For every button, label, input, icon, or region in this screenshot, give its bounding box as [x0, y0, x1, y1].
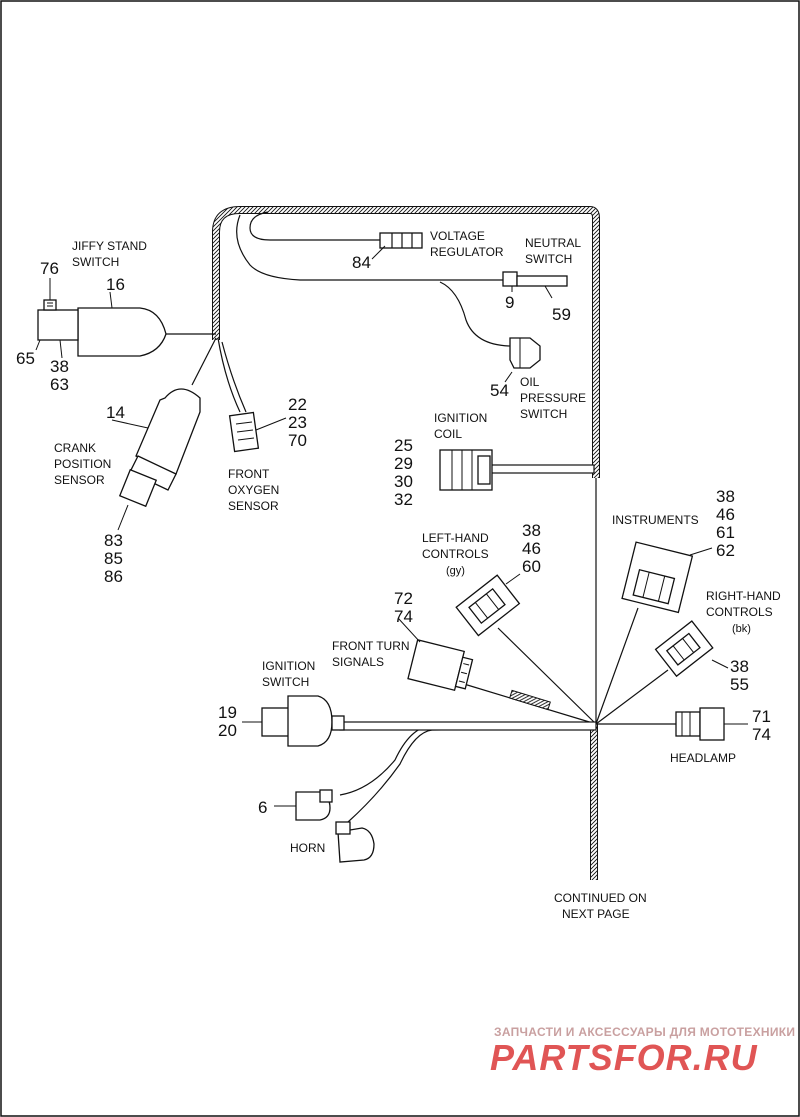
jiffy-stand-switch	[35, 278, 216, 359]
jiffy-stand-ref-76: 76	[40, 259, 59, 278]
ignition-switch-label-2: SWITCH	[262, 675, 309, 689]
oxygen-label-2: OXYGEN	[228, 483, 279, 497]
oil-pressure-switch-ref: 54	[490, 381, 509, 400]
oxygen-ref-70: 70	[288, 431, 307, 450]
oil-pressure-switch-label-1: OIL	[520, 375, 540, 389]
rh-controls-label-2: CONTROLS	[706, 605, 773, 619]
crank-label-2: POSITION	[54, 457, 111, 471]
instruments-ref-62: 62	[716, 541, 735, 560]
ignition-switch	[242, 695, 345, 747]
ignition-coil-ref-29: 29	[394, 454, 413, 473]
rh-controls-ref-38: 38	[730, 657, 749, 676]
ignition-switch-label-1: IGNITION	[262, 659, 315, 673]
horn-label: HORN	[290, 841, 325, 855]
ignition-coil-ref-30: 30	[394, 472, 413, 491]
horn-ref: 6	[258, 798, 267, 817]
lh-controls-label-2: CONTROLS	[422, 547, 489, 561]
neutral-switch-label-1: NEUTRAL	[525, 236, 581, 250]
oil-pressure-switch-label-2: PRESSURE	[520, 391, 586, 405]
crank-label-3: SENSOR	[54, 473, 105, 487]
instruments-ref-61: 61	[716, 523, 735, 542]
front-oxygen-sensor	[217, 337, 287, 453]
ignition-switch-ref-19: 19	[218, 703, 237, 722]
headlamp	[675, 707, 748, 741]
lh-controls-label-3: (gy)	[446, 565, 465, 577]
oxygen-ref-23: 23	[288, 413, 307, 432]
turn-signals-label-1: FRONT TURN	[332, 639, 410, 653]
lh-controls-ref-38: 38	[522, 521, 541, 540]
lh-controls-label-1: LEFT-HAND	[422, 531, 489, 545]
main-harness	[212, 206, 600, 880]
jiffy-stand-ref-38: 38	[50, 357, 69, 376]
crank-ref-14: 14	[106, 403, 125, 422]
lh-controls-ref-46: 46	[522, 539, 541, 558]
oil-pressure-switch-label-3: SWITCH	[520, 407, 567, 421]
ignition-switch-ref-20: 20	[218, 721, 237, 740]
crank-label-1: CRANK	[54, 441, 96, 455]
turn-signals-ref-74: 74	[394, 607, 413, 626]
rh-controls-ref-55: 55	[730, 675, 749, 694]
jiffy-stand-ref-63: 63	[50, 375, 69, 394]
voltage-regulator-label-2: REGULATOR	[430, 245, 504, 259]
ignition-coil-label-1: IGNITION	[434, 411, 487, 425]
watermark-line-1: ЗАПЧАСТИ И АКСЕССУАРЫ ДЛЯ МОТОТЕХНИКИ	[494, 1025, 795, 1039]
instruments-ref-46: 46	[716, 505, 735, 524]
crank-ref-86: 86	[104, 567, 123, 586]
crank-ref-85: 85	[104, 549, 123, 568]
turn-signals-label-2: SIGNALS	[332, 655, 384, 669]
continued-line-1: CONTINUED ON	[554, 891, 647, 905]
jiffy-stand-ref-16: 16	[106, 275, 125, 294]
ignition-coil-ref-25: 25	[394, 436, 413, 455]
oxygen-label-3: SENSOR	[228, 499, 279, 513]
jiffy-stand-ref-65: 65	[16, 349, 35, 368]
rh-controls-label-1: RIGHT-HAND	[706, 589, 781, 603]
lh-controls-ref-60: 60	[522, 557, 541, 576]
ignition-coil-label-2: COIL	[434, 427, 462, 441]
instruments-label: INSTRUMENTS	[612, 513, 699, 527]
continued-line-2: NEXT PAGE	[562, 907, 630, 921]
crank-ref-83: 83	[104, 531, 123, 550]
voltage-regulator-label-1: VOLTAGE	[430, 229, 485, 243]
neutral-switch-ref-59: 59	[552, 305, 571, 324]
instruments-ref-38: 38	[716, 487, 735, 506]
horn	[274, 789, 375, 863]
hub-branches	[339, 607, 676, 823]
oxygen-ref-22: 22	[288, 395, 307, 414]
headlamp-ref-71: 71	[752, 707, 771, 726]
crank-position-sensor	[111, 337, 217, 531]
voltage-regulator-ref: 84	[352, 253, 371, 272]
right-hand-controls	[654, 620, 714, 678]
jiffy-stand-label-2: SWITCH	[72, 255, 119, 269]
left-hand-controls	[455, 574, 521, 637]
neutral-switch	[236, 214, 568, 299]
watermark-logo: PARTSFOR.RU	[490, 1037, 758, 1078]
rh-controls-label-3: (bk)	[732, 623, 751, 635]
ignition-coil	[439, 449, 595, 491]
headlamp-ref-74: 74	[752, 725, 771, 744]
oxygen-label-1: FRONT	[228, 467, 270, 481]
ignition-coil-ref-32: 32	[394, 490, 413, 509]
jiffy-stand-label-1: JIFFY STAND	[72, 239, 147, 253]
neutral-switch-label-2: SWITCH	[525, 252, 572, 266]
instruments	[621, 541, 694, 614]
turn-signals-ref-72: 72	[394, 589, 413, 608]
voltage-regulator	[249, 211, 423, 260]
oil-pressure-switch	[439, 281, 541, 383]
neutral-switch-ref-9: 9	[505, 293, 514, 312]
headlamp-label: HEADLAMP	[670, 751, 736, 765]
front-turn-signals	[407, 639, 474, 692]
